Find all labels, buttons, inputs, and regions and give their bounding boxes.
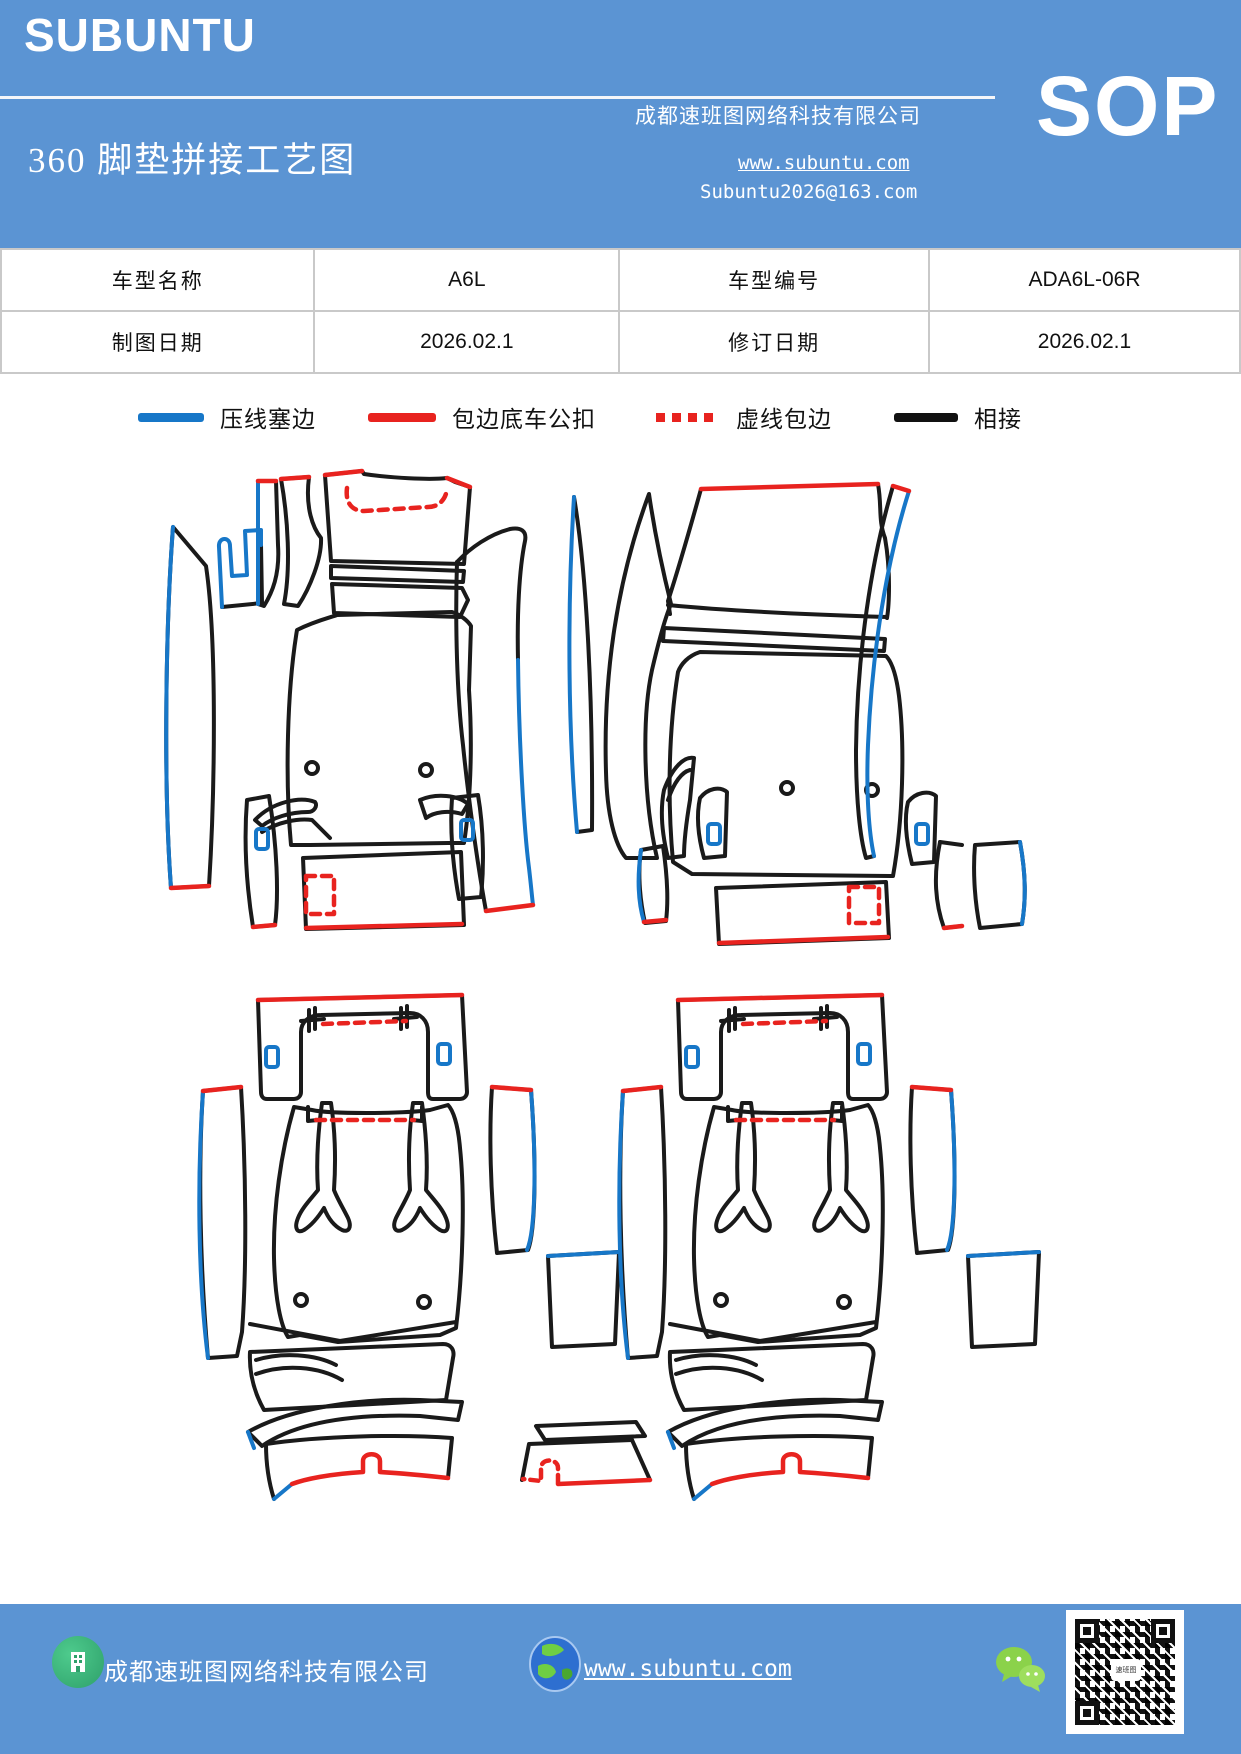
header: SUBUNTU 成都速班图网络科技有限公司 SOP 360 脚垫拼接工艺图 ww… bbox=[0, 0, 1241, 248]
line-legend: 压线塞边 包边底车公扣 虚线包边 相接 bbox=[0, 399, 1241, 435]
header-website-link[interactable]: www.subuntu.com bbox=[738, 152, 910, 174]
model-name-value: A6L bbox=[313, 248, 621, 312]
revise-date-value: 2026.02.1 bbox=[927, 310, 1241, 374]
legend-item: 压线塞边 bbox=[138, 399, 316, 435]
legend-item: 虚线包边 bbox=[656, 399, 832, 435]
table-row: 车型名称 A6L 车型编号 ADA6L-06R bbox=[0, 248, 1241, 312]
header-divider bbox=[0, 96, 995, 99]
legend-label: 虚线包边 bbox=[736, 407, 832, 432]
header-email: Subuntu2026@163.com bbox=[700, 181, 918, 203]
front-right-mat-drawing bbox=[567, 481, 1027, 946]
blue-line-swatch bbox=[138, 412, 204, 422]
draw-date-value: 2026.02.1 bbox=[313, 310, 621, 374]
red-line-swatch bbox=[368, 412, 436, 422]
revise-date-label: 修订日期 bbox=[618, 310, 930, 374]
footer: 成都速班图网络科技有限公司 www.subuntu.com bbox=[0, 1604, 1241, 1754]
globe-icon bbox=[528, 1636, 582, 1692]
legend-label: 压线塞边 bbox=[220, 407, 316, 432]
footer-company-name: 成都速班图网络科技有限公司 bbox=[104, 1660, 429, 1686]
header-company-name: 成都速班图网络科技有限公司 bbox=[635, 104, 921, 128]
black-line-swatch bbox=[894, 412, 958, 422]
vehicle-info-table: 车型名称 A6L 车型编号 ADA6L-06R 制图日期 2026.02.1 修… bbox=[0, 248, 1241, 374]
draw-date-label: 制图日期 bbox=[0, 310, 316, 374]
building-icon bbox=[52, 1636, 104, 1688]
wechat-icon bbox=[992, 1644, 1048, 1694]
footer-website-link[interactable]: www.subuntu.com bbox=[584, 1656, 792, 1682]
model-name-label: 车型名称 bbox=[0, 248, 316, 312]
rear-left-mat-drawing bbox=[197, 992, 621, 1501]
qr-code: 速班图 bbox=[1068, 1612, 1182, 1732]
table-row: 制图日期 2026.02.1 修订日期 2026.02.1 bbox=[0, 310, 1241, 374]
legend-item: 包边底车公扣 bbox=[368, 399, 596, 435]
center-pieces-drawing bbox=[520, 1420, 653, 1487]
page-title: 360 脚垫拼接工艺图 bbox=[28, 141, 357, 180]
front-left-mat-drawing bbox=[164, 468, 536, 931]
legend-item: 相接 bbox=[894, 399, 1022, 435]
legend-label: 包边底车公扣 bbox=[452, 407, 596, 432]
brand-logo: SUBUNTU bbox=[24, 9, 256, 61]
legend-label: 相接 bbox=[974, 407, 1022, 432]
sop-label: SOP bbox=[1036, 59, 1220, 153]
rear-right-mat-drawing bbox=[619, 995, 1039, 1499]
model-code-label: 车型编号 bbox=[618, 248, 930, 312]
qr-center-logo: 速班图 bbox=[1111, 1659, 1141, 1681]
model-code-value: ADA6L-06R bbox=[927, 248, 1241, 312]
red-dashed-swatch bbox=[656, 412, 720, 422]
